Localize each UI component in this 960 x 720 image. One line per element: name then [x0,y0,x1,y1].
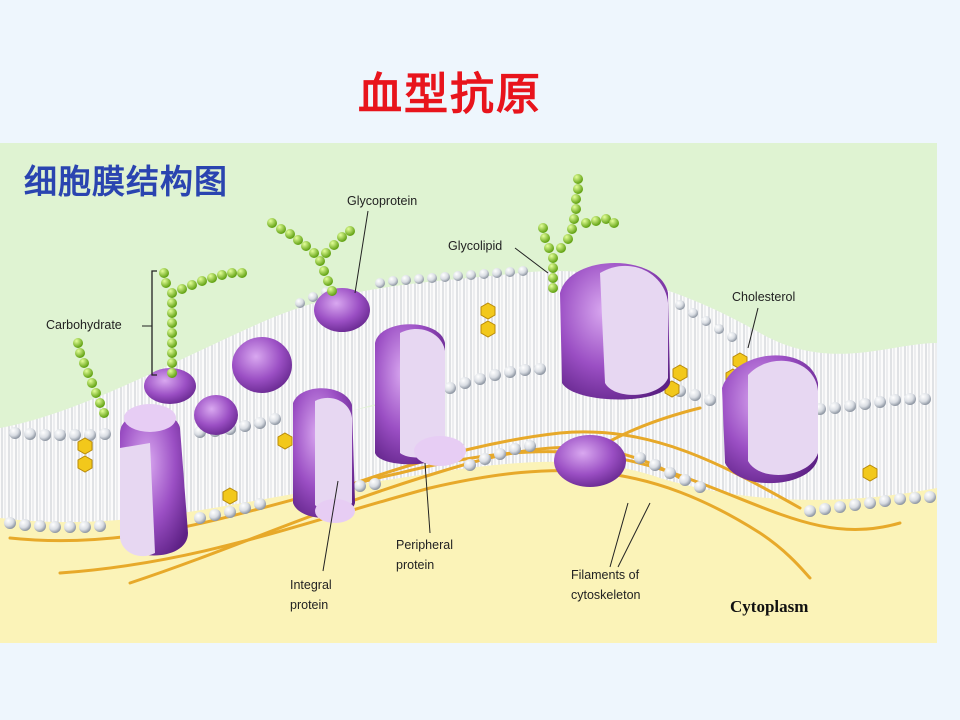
label-leader-lines [142,210,759,572]
figure-title: 细胞膜结构图 [24,162,228,201]
label-filaments: Filaments of cytoskeleton [571,565,640,605]
protein-back [232,337,292,393]
label-peripheral-protein: Peripheral protein [396,535,453,575]
label-cholesterol: Cholesterol [732,290,796,304]
glycoprotein-body [314,288,370,332]
label-glycoprotein: Glycoprotein [347,194,418,208]
label-peripheral-line2: protein [396,558,435,572]
label-integral-protein: Integral protein [290,575,332,615]
label-integral-line2: protein [290,598,329,612]
carbohydrate-bracket [151,270,157,376]
label-glycolipid: Glycolipid [448,239,503,253]
label-peripheral-line1: Peripheral [396,538,453,552]
cell-membrane-figure: 细胞膜结构图 Glycoprotein Glycolipid Carbohydr… [0,143,937,643]
lipid-heads-bottom [4,440,936,533]
membrane-diagram [0,143,937,643]
carbohydrate-chains [73,174,619,418]
label-integral-line1: Integral [290,578,332,592]
slide-title: 血型抗原 [358,69,542,120]
label-filaments-line1: Filaments of [571,568,640,582]
membrane-proteins [120,263,818,557]
label-filaments-line2: cytoskeleton [571,588,641,602]
label-cytoplasm: Cytoplasm [730,597,809,616]
label-carbohydrate: Carbohydrate [46,318,122,332]
